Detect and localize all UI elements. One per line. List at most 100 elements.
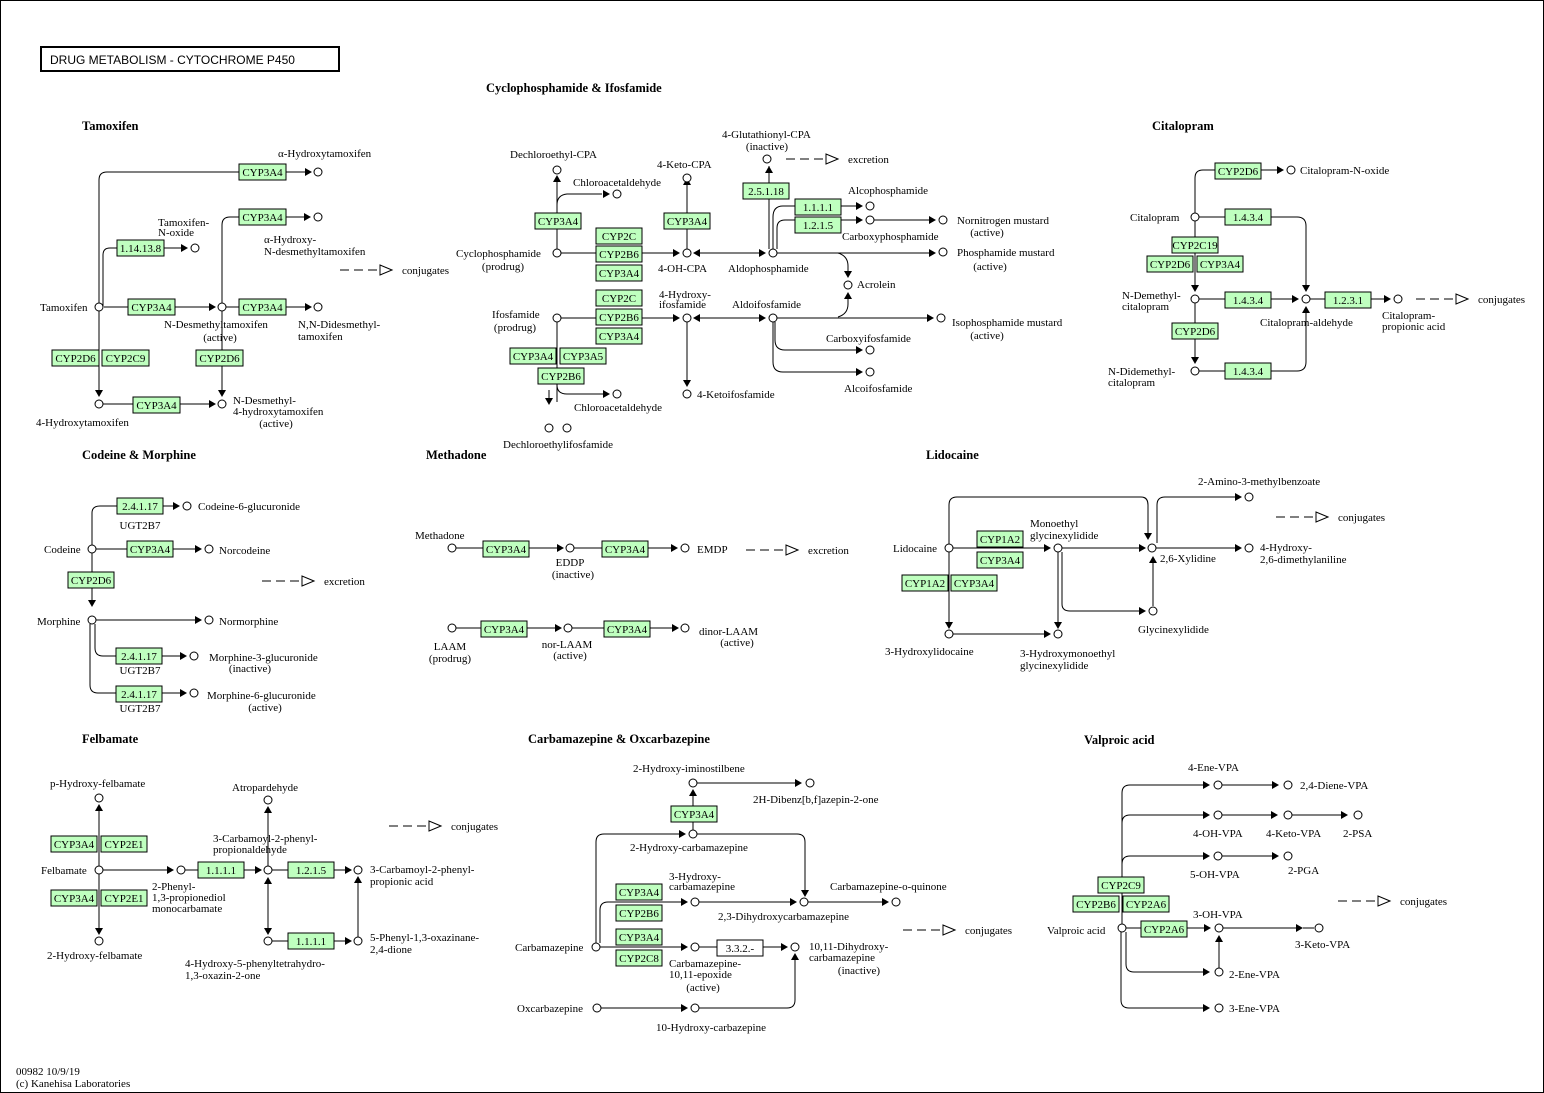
compound-node[interactable] xyxy=(865,367,875,377)
enzyme-box[interactable]: CYP3A4 xyxy=(615,883,663,901)
compound-node[interactable] xyxy=(189,688,199,698)
enzyme-box[interactable]: CYP2E1 xyxy=(100,889,148,907)
compound-node[interactable] xyxy=(94,936,104,946)
enzyme-box[interactable]: CYP3A4 xyxy=(615,928,663,946)
compound-node[interactable] xyxy=(944,629,954,639)
compound-node[interactable] xyxy=(552,313,562,323)
compound-node[interactable] xyxy=(313,167,323,177)
enzyme-box[interactable]: 1.14.13.8 xyxy=(116,239,165,257)
compound-node[interactable] xyxy=(805,778,815,788)
enzyme-box[interactable]: CYP1A2 xyxy=(976,530,1024,548)
compound-node[interactable] xyxy=(1214,923,1224,933)
compound-node[interactable] xyxy=(1213,810,1223,820)
compound-node[interactable] xyxy=(87,615,97,625)
compound-node[interactable] xyxy=(1190,212,1200,222)
compound-node[interactable] xyxy=(799,897,809,907)
enzyme-box[interactable]: 1.1.1.1 xyxy=(197,861,245,879)
compound-node[interactable] xyxy=(217,399,227,409)
compound-node[interactable] xyxy=(1053,629,1063,639)
compound-node[interactable] xyxy=(263,865,273,875)
compound-node[interactable] xyxy=(204,615,214,625)
compound-node[interactable] xyxy=(768,313,778,323)
enzyme-box[interactable]: CYP3A4 xyxy=(238,298,287,316)
compound-node[interactable] xyxy=(762,154,772,164)
compound-node[interactable] xyxy=(1244,543,1254,553)
compound-node[interactable] xyxy=(313,212,323,222)
compound-node[interactable] xyxy=(1314,923,1324,933)
enzyme-box[interactable]: 2.4.1.17 xyxy=(115,647,163,665)
compound-node[interactable] xyxy=(682,389,692,399)
enzyme-box[interactable]: CYP2A6 xyxy=(1122,895,1170,913)
compound-node[interactable] xyxy=(189,651,199,661)
enzyme-box[interactable]: CYP3A4 xyxy=(50,889,98,907)
compound-node[interactable] xyxy=(1286,165,1296,175)
enzyme-box[interactable]: CYP3A4 xyxy=(480,620,528,638)
enzyme-box[interactable]: CYP3A4 xyxy=(950,574,998,592)
enzyme-box[interactable]: CYP3A4 xyxy=(132,396,181,414)
compound-node[interactable] xyxy=(217,302,227,312)
enzyme-box[interactable]: 2.5.1.18 xyxy=(742,182,790,200)
enzyme-box[interactable]: CYP3A5 xyxy=(559,347,607,365)
compound-node[interactable] xyxy=(1190,294,1200,304)
enzyme-box[interactable]: CYP2C19 xyxy=(1171,236,1219,254)
enzyme-box[interactable]: CYP2D6 xyxy=(67,571,115,589)
compound-node[interactable] xyxy=(688,778,698,788)
compound-node[interactable] xyxy=(682,248,692,258)
enzyme-box[interactable]: CYP3A4 xyxy=(670,805,718,823)
enzyme-box[interactable]: CYP3A4 xyxy=(603,620,651,638)
compound-node[interactable] xyxy=(94,399,104,409)
compound-node[interactable] xyxy=(87,544,97,554)
compound-node[interactable] xyxy=(680,623,690,633)
enzyme-box[interactable]: CYP2D6 xyxy=(1146,255,1194,273)
compound-node[interactable] xyxy=(938,247,948,257)
compound-node[interactable] xyxy=(544,423,554,433)
enzyme-box[interactable]: 1.2.3.1 xyxy=(1324,291,1372,309)
compound-node[interactable] xyxy=(1148,606,1158,616)
enzyme-box[interactable]: CYP3A4 xyxy=(534,212,582,230)
compound-node[interactable] xyxy=(1117,923,1127,933)
enzyme-box[interactable]: CYP2D6 xyxy=(1214,162,1262,180)
enzyme-box[interactable]: CYP2B6 xyxy=(1072,895,1120,913)
compound-node[interactable] xyxy=(1283,780,1293,790)
compound-node[interactable] xyxy=(552,165,562,175)
compound-node[interactable] xyxy=(690,897,700,907)
compound-node[interactable] xyxy=(1393,294,1403,304)
compound-node[interactable] xyxy=(1301,294,1311,304)
enzyme-box[interactable]: CYP3A4 xyxy=(595,264,643,282)
enzyme-box[interactable]: CYP3A4 xyxy=(127,298,176,316)
enzyme-box[interactable]: 1.2.1.5 xyxy=(287,861,335,879)
compound-node[interactable] xyxy=(944,543,954,553)
enzyme-box[interactable]: CYP2E1 xyxy=(100,835,148,853)
compound-node[interactable] xyxy=(682,313,692,323)
compound-node[interactable] xyxy=(204,544,214,554)
enzyme-box[interactable]: 2.4.1.17 xyxy=(116,497,164,515)
compound-node[interactable] xyxy=(263,936,273,946)
enzyme-box[interactable]: CYP2C9 xyxy=(101,349,150,367)
enzyme-box[interactable]: CYP3A4 xyxy=(976,551,1024,569)
enzyme-box[interactable]: CYP3A4 xyxy=(50,835,98,853)
enzyme-box[interactable]: CYP3A4 xyxy=(509,347,557,365)
compound-node[interactable] xyxy=(865,345,875,355)
enzyme-box[interactable]: CYP2D6 xyxy=(1171,322,1219,340)
enzyme-box[interactable]: CYP3A4 xyxy=(238,208,287,226)
enzyme-box[interactable]: CYP3A4 xyxy=(1196,255,1244,273)
enzyme-box[interactable]: CYP2C9 xyxy=(1097,876,1145,894)
compound-node[interactable] xyxy=(552,248,562,258)
compound-node[interactable] xyxy=(1190,366,1200,376)
enzyme-box[interactable]: CYP3A4 xyxy=(601,540,649,558)
compound-node[interactable] xyxy=(1244,492,1254,502)
enzyme-box[interactable]: 2.4.1.17 xyxy=(115,685,163,703)
compound-node[interactable] xyxy=(447,623,457,633)
compound-node[interactable] xyxy=(1353,810,1363,820)
enzyme-box[interactable]: CYP2C xyxy=(595,227,643,245)
enzyme-box[interactable]: 1.1.1.1 xyxy=(794,198,842,216)
compound-node[interactable] xyxy=(936,313,946,323)
enzyme-box[interactable]: CYP3A4 xyxy=(482,540,530,558)
compound-node[interactable] xyxy=(591,942,601,952)
compound-node[interactable] xyxy=(562,423,572,433)
enzyme-box[interactable]: CYP2B6 xyxy=(595,245,643,263)
compound-node[interactable] xyxy=(1053,543,1063,553)
compound-node[interactable] xyxy=(563,623,573,633)
compound-node[interactable] xyxy=(447,543,457,553)
compound-node[interactable] xyxy=(938,215,948,225)
